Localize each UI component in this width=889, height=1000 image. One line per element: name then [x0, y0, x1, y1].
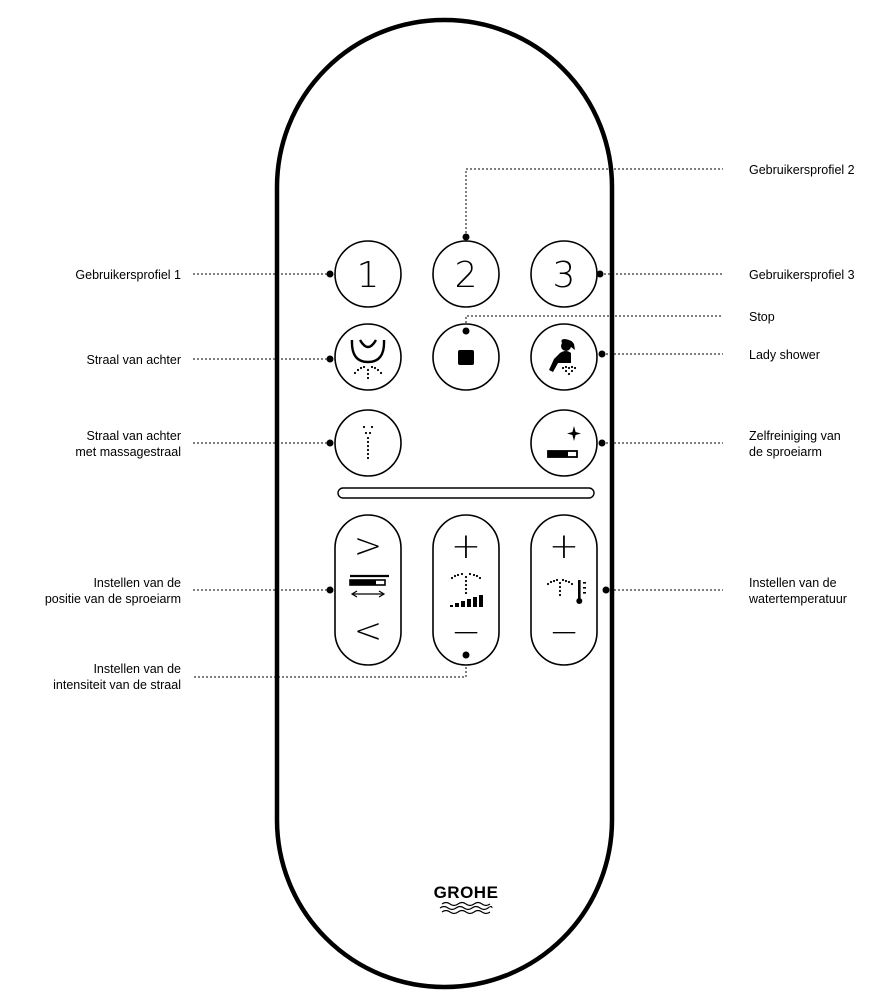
profile-button-1[interactable]: 1 [334, 240, 402, 308]
arm-forward-button[interactable]: > [354, 526, 383, 566]
profile-3-label: 3 [553, 255, 576, 296]
profile-2-label: 2 [455, 255, 478, 296]
temperature-minus-button[interactable]: − [549, 612, 579, 653]
callout-spray-intensity: Instellen van de intensiteit van de stra… [53, 662, 181, 692]
grohe-logo-text: GROHE [434, 883, 499, 902]
remote-body [274, 17, 615, 990]
intensity-plus-button[interactable]: + [451, 526, 481, 567]
callout-lady-shower: Lady shower [749, 348, 820, 362]
intensity-icon [450, 572, 483, 607]
rear-spray-icon [350, 339, 386, 380]
divider-bar [337, 487, 595, 499]
massage-spray-icon [362, 425, 374, 460]
stop-button[interactable] [432, 323, 500, 391]
stop-square-icon [458, 350, 474, 365]
temperature-icon [546, 578, 586, 604]
grohe-logo: GROHE [434, 883, 499, 915]
water-temperature-control: + − [530, 514, 598, 666]
nozzle-clean-icon [547, 426, 581, 458]
callout-arm-position: Instellen van de positie van de sproeiar… [44, 576, 181, 606]
lady-shower-button[interactable] [530, 323, 598, 391]
callout-self-cleaning: Zelfreiniging van de sproeiarm [749, 429, 841, 459]
rear-spray-button[interactable] [334, 323, 402, 391]
grohe-waves-icon [439, 901, 493, 915]
profile-1-label: 1 [357, 255, 380, 296]
callout-rear-spray-massage: Straal van achter met massagestraal [75, 429, 181, 459]
callout-dots [326, 233, 610, 659]
arm-position-icon [349, 574, 389, 598]
callout-rear-spray: Straal van achter [86, 353, 182, 367]
profile-button-3[interactable]: 3 [530, 240, 598, 308]
callout-water-temperature: Instellen van de watertemperatuur [749, 576, 847, 606]
temperature-plus-button[interactable]: + [549, 526, 579, 567]
arm-position-control: > < [334, 514, 402, 666]
callout-profile-1: Gebruikersprofiel 1 [75, 268, 181, 282]
callout-profile-3: Gebruikersprofiel 3 [749, 268, 855, 282]
intensity-minus-button[interactable]: − [451, 612, 481, 653]
profile-button-2[interactable]: 2 [432, 240, 500, 308]
lady-shower-icon [549, 339, 577, 376]
self-cleaning-button[interactable] [530, 409, 598, 477]
rear-spray-massage-button[interactable] [334, 409, 402, 477]
callout-profile-2: Gebruikersprofiel 2 [749, 163, 855, 177]
arm-backward-button[interactable]: < [354, 611, 383, 651]
spray-intensity-control: + − [432, 514, 500, 666]
callout-stop: Stop [749, 310, 775, 324]
